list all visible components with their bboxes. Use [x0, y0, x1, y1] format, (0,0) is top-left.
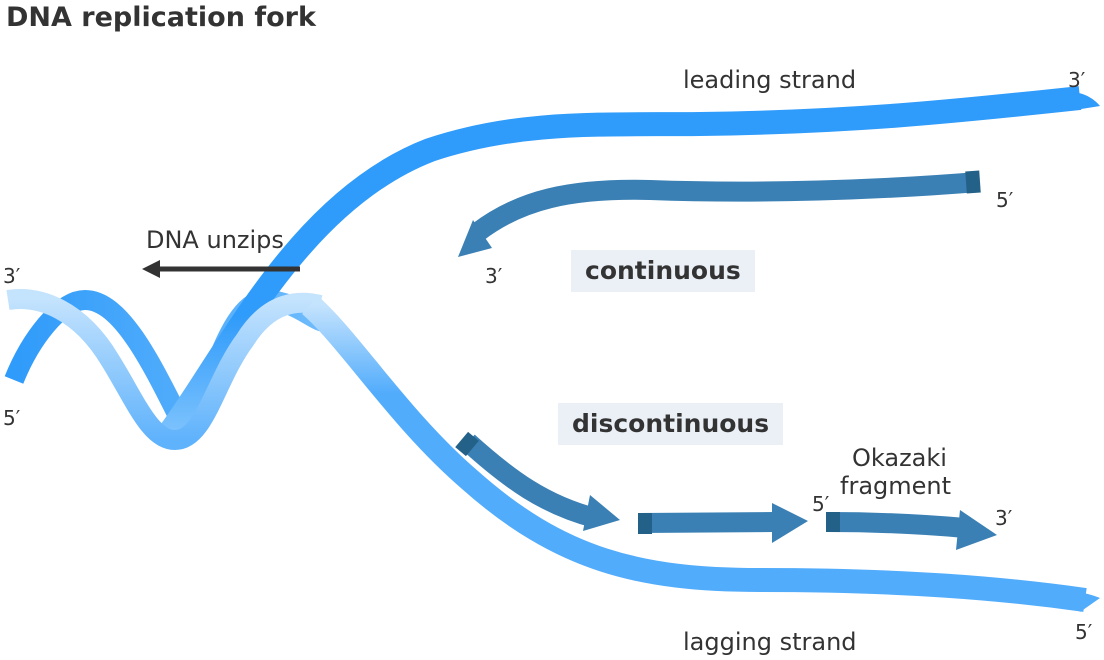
- lagging-strand-end: [1070, 592, 1100, 612]
- page-title: DNA replication fork: [6, 2, 316, 33]
- lagging-strand-label: lagging strand: [683, 628, 857, 656]
- okazaki-fragment-3-arrowhead: [956, 510, 997, 550]
- leading-new-strand-cap: [965, 170, 981, 194]
- okazaki-fragment-3-cap: [826, 512, 840, 532]
- helix-top-end-label: 3′: [3, 264, 21, 288]
- leading-strand-end: [1070, 92, 1100, 110]
- continuous-tag: continuous: [571, 250, 755, 292]
- leading-new-start-label: 5′: [996, 188, 1014, 212]
- okazaki-fragment-1-cap: [455, 431, 479, 457]
- okazaki-label-line2: fragment: [840, 472, 952, 500]
- okazaki-start-label: 5′: [812, 492, 830, 516]
- okazaki-fragment-2: [639, 512, 776, 533]
- okazaki-fragment-1-arrowhead: [583, 495, 620, 531]
- lagging-parent-end-label: 5′: [1075, 620, 1093, 644]
- okazaki-fragment-1: [461, 434, 598, 528]
- okazaki-fragment-2-cap: [638, 513, 652, 534]
- leading-strand-label: leading strand: [683, 66, 857, 94]
- okazaki-label-line1: Okazaki: [852, 444, 947, 472]
- leading-parent-strand: [160, 86, 1082, 440]
- helix-front-strand: [6, 289, 323, 451]
- leading-parent-end-label: 3′: [1068, 68, 1086, 92]
- okazaki-fragment-3: [827, 512, 966, 538]
- dna-unzips-label: DNA unzips: [146, 226, 284, 254]
- okazaki-end-label: 3′: [995, 506, 1013, 530]
- leading-arrowhead: [458, 220, 492, 257]
- okazaki-fragment-2-arrowhead: [772, 503, 808, 543]
- helix-bottom-end-label: 5′: [3, 406, 21, 430]
- lagging-parent-strand: [301, 295, 1087, 612]
- leading-new-strand: [471, 172, 979, 241]
- unzips-arrowhead: [142, 260, 160, 278]
- leading-new-end-label: 3′: [485, 264, 503, 288]
- discontinuous-tag: discontinuous: [558, 403, 784, 445]
